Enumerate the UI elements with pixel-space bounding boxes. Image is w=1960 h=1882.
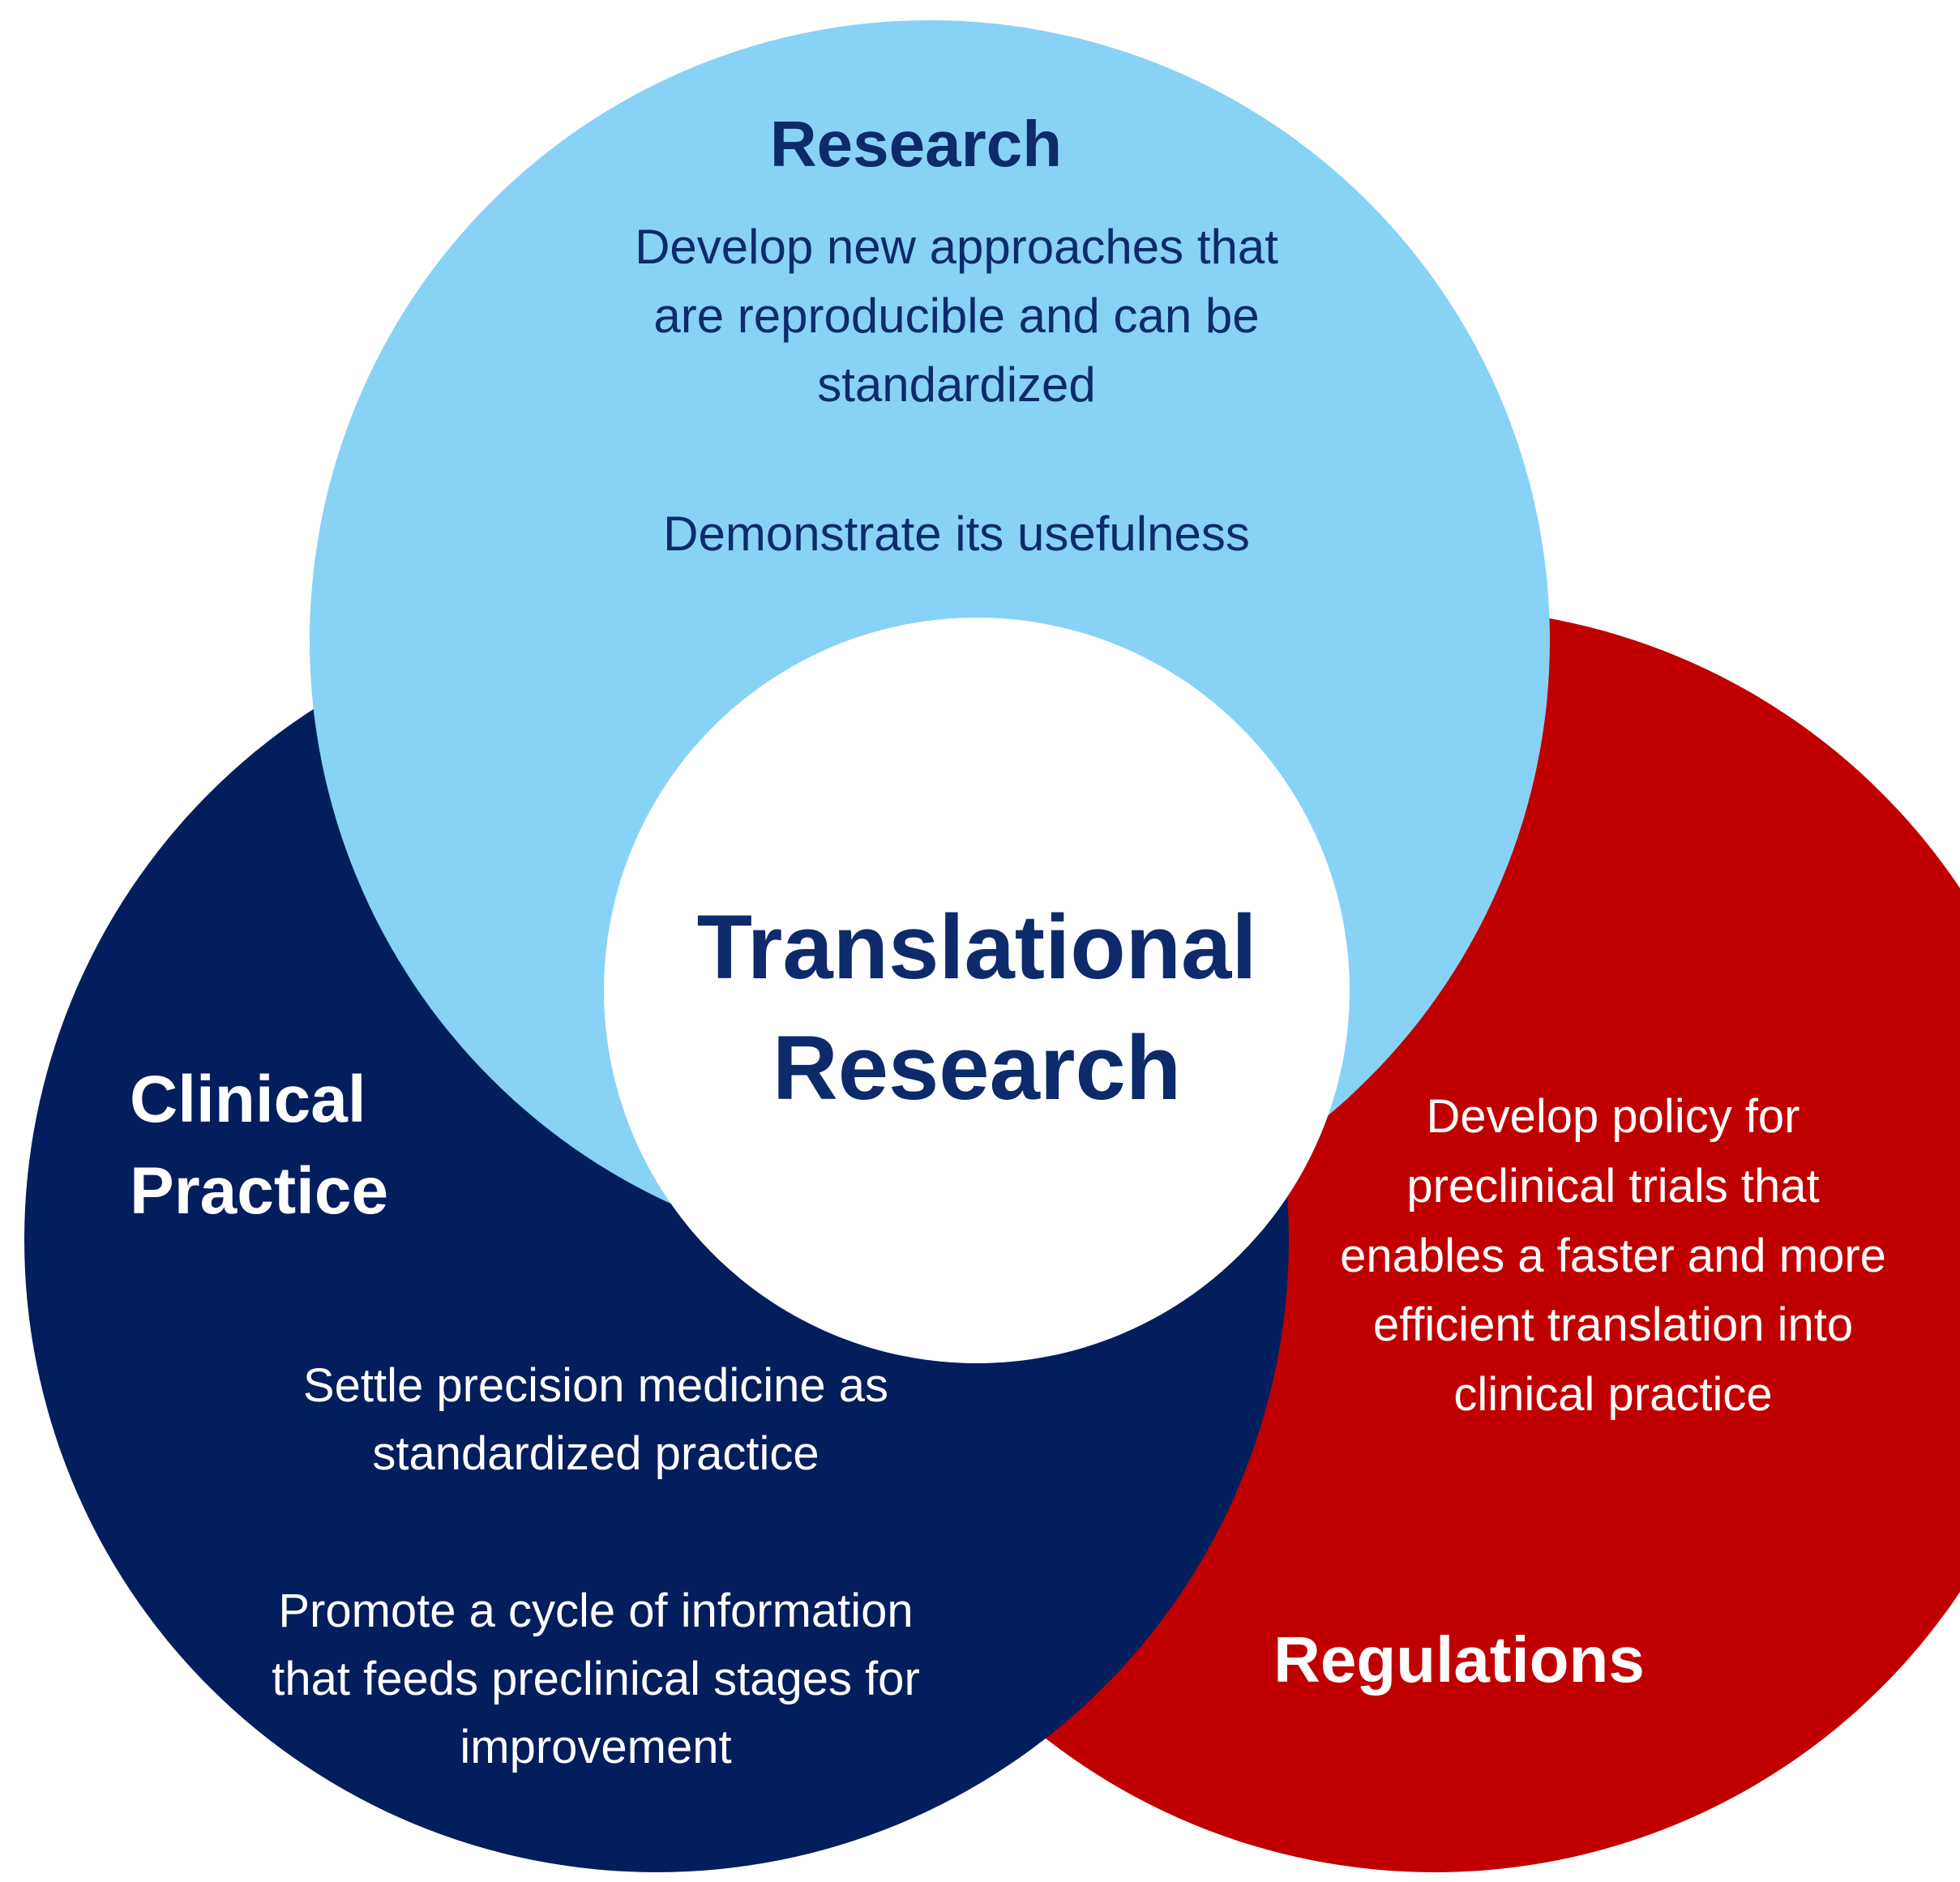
- translational-research-title: Translational Research: [696, 896, 1257, 1119]
- clinical-practice-title: Clinical Practice: [130, 1063, 389, 1229]
- regulations-description: Develop policy for preclinical trials th…: [1340, 1090, 1886, 1422]
- research-usefulness-text: Demonstrate its usefulness: [663, 507, 1250, 561]
- clinical-practice-description: Settle precision medicine as standardize…: [302, 1359, 889, 1481]
- clinical-practice-cycle-text: Promote a cycle of information that feed…: [272, 1585, 920, 1774]
- research-title: Research: [769, 108, 1063, 180]
- translational-research-center-circle: [604, 618, 1350, 1363]
- regulations-title: Regulations: [1273, 1623, 1645, 1696]
- research-description: Develop new approaches that are reproduc…: [635, 220, 1278, 413]
